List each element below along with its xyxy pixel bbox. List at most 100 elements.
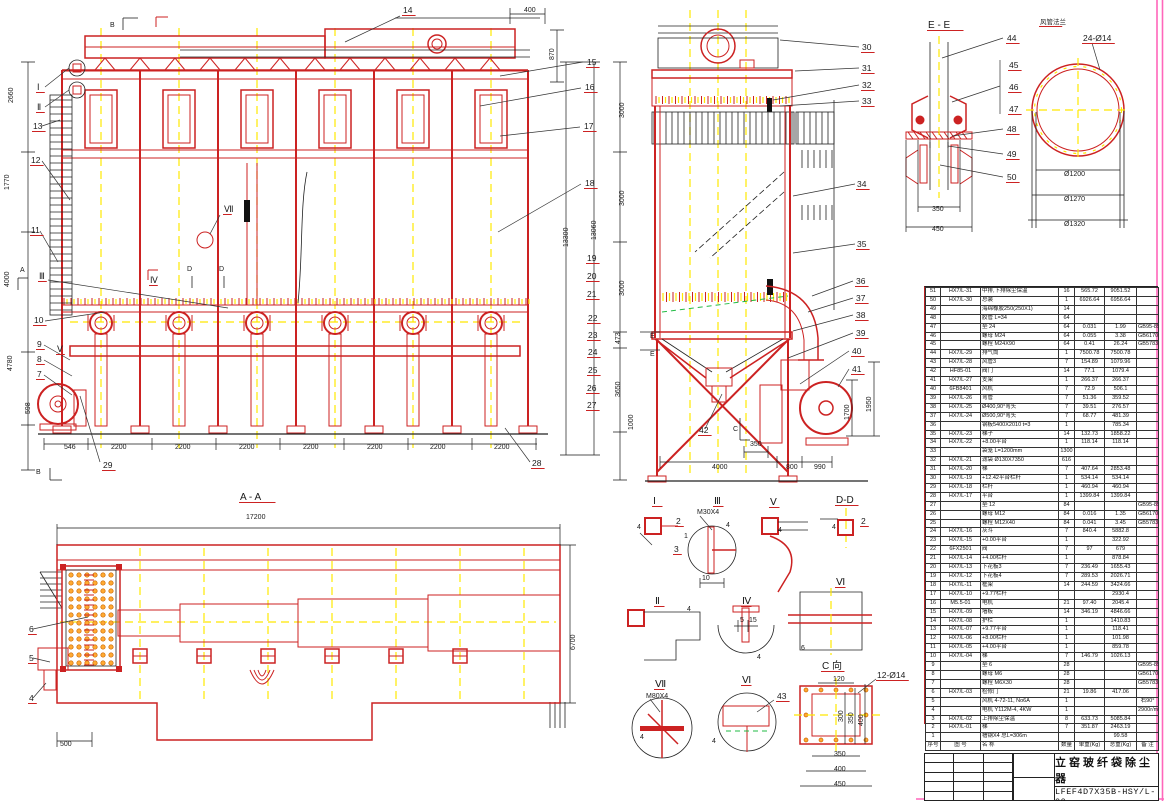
bom-cell: [940, 331, 981, 342]
side-elevation-view: [640, 25, 868, 483]
annotation-b: 35: [857, 239, 867, 249]
bom-cell: 244.59: [1074, 580, 1105, 591]
bom-cell: HX7/L-02: [940, 714, 981, 725]
bom-cell: [940, 732, 981, 743]
bom-cell: 4: [925, 705, 941, 716]
bom-cell: 565.72: [1074, 287, 1105, 297]
bom-cell: [1136, 429, 1159, 440]
bom-cell: 16: [925, 598, 941, 609]
bom-cell: 2045.4: [1104, 598, 1137, 609]
annotation-b: 8: [37, 354, 42, 364]
annotation-b: 50: [1007, 172, 1017, 182]
bom-cell: 1: [1058, 625, 1075, 636]
title-block: 立窑玻纤袋除尘器 LFEF4D7X35B-HSY/L-00: [924, 753, 1159, 801]
bom-cell: 图 号: [940, 741, 981, 752]
bom-cell: 266.37: [1104, 376, 1137, 386]
bom-cell: 32: [925, 456, 941, 467]
bom-cell: HX7/L-24: [940, 411, 981, 422]
bom-cell: 616: [1058, 456, 1075, 467]
bom-cell: 44: [925, 349, 941, 360]
annotation-d: 15: [749, 617, 757, 624]
bom-cell: 785.34: [1104, 420, 1137, 431]
annotation-b: Ⅶ: [224, 204, 234, 214]
bom-cell: [1136, 563, 1159, 573]
annotation-t: Ⅰ: [653, 496, 656, 507]
bom-cell: HX7/L-20: [940, 465, 981, 476]
bom-cell: 2930.4: [1104, 589, 1137, 600]
bom-cell: 垫 24: [980, 322, 1059, 333]
annotation-b: Ⅲ: [39, 271, 45, 281]
bom-cell: 14: [1058, 607, 1075, 618]
bom-cell: 下花板4: [980, 572, 1059, 582]
bom-cell: 417.06: [1104, 687, 1137, 698]
bom-cell: 槽钢X4 总L=306m: [980, 732, 1059, 743]
bom-cell: [1058, 589, 1075, 600]
bom-cell: 序号: [925, 741, 941, 752]
bom-cell: 梯: [980, 652, 1059, 663]
bom-cell: 481.39: [1104, 411, 1137, 422]
bom-cell: 1: [1058, 616, 1075, 627]
annotation-s: 风管法兰: [1040, 17, 1067, 26]
annotation-t: Ⅵ: [836, 577, 845, 588]
bom-cell: 64: [1058, 313, 1075, 324]
annotation-t: C 向: [822, 659, 842, 672]
bom-cell: 备 注: [1136, 741, 1159, 752]
bom-cell: [1136, 687, 1159, 698]
bom-cell: [1136, 589, 1159, 600]
bom-cell: 534.14: [1104, 474, 1137, 484]
bom-cell: GB6170-86: [1136, 669, 1159, 680]
bom-cell: [1074, 732, 1105, 743]
bom-cell: [1136, 634, 1159, 645]
bom-cell: 螺栓 M12X40: [980, 518, 1059, 529]
bom-cell: [1136, 572, 1159, 582]
bom-cell: [1104, 705, 1137, 716]
bom-cell: 7: [1058, 384, 1075, 395]
bom-cell: HX7/L-09: [940, 607, 981, 618]
annotation-b: 16: [585, 82, 595, 92]
bom-cell: 名 称: [980, 741, 1059, 752]
bom-cell: [1136, 598, 1159, 609]
bom-cell: [1136, 313, 1159, 324]
bom-cell: 1399.84: [1074, 491, 1105, 502]
bom-cell: 单重(Kg): [1074, 741, 1105, 752]
bom-cell: 下花板3: [980, 563, 1059, 573]
bom-cell: HF85-01: [940, 367, 981, 378]
bom-cell: 50: [925, 295, 941, 306]
annotation-b: 3: [674, 544, 679, 554]
annotation-b: 27: [587, 400, 597, 410]
bom-cell: [1104, 678, 1137, 689]
bom-cell: [1136, 714, 1159, 725]
bom-cell: [1136, 393, 1159, 404]
bom-cell: 螺栓 M24X90: [980, 340, 1059, 351]
bom-cell: 支架: [980, 376, 1059, 386]
bom-cell: [940, 661, 981, 671]
bom-cell: 24: [925, 527, 941, 538]
leader-lines: [32, 15, 1101, 713]
annotation-d: 500: [60, 741, 72, 748]
bom-cell: 1079.96: [1104, 358, 1137, 369]
bom-cell: 7: [1058, 358, 1075, 369]
annotation-v: 3650: [615, 381, 622, 397]
bom-cell: 46: [925, 331, 941, 342]
bom-cell: HX7/L-22: [940, 438, 981, 449]
bom-cell: [1136, 554, 1159, 565]
bom-cell: 7: [1058, 527, 1075, 538]
bom-cell: 平台: [980, 491, 1059, 502]
bom-cell: [1104, 456, 1137, 467]
annotation-b: 46: [1009, 82, 1019, 92]
bom-cell: [940, 500, 981, 511]
bom-cell: +8.00栏杆: [980, 634, 1059, 645]
bom-cell: 322.92: [1104, 536, 1137, 547]
annotation-b: 43: [777, 691, 787, 701]
bom-cell: 33: [925, 447, 941, 458]
bom-cell: HX7/L-12: [940, 572, 981, 582]
bom-cell: 6926.64: [1074, 295, 1105, 306]
